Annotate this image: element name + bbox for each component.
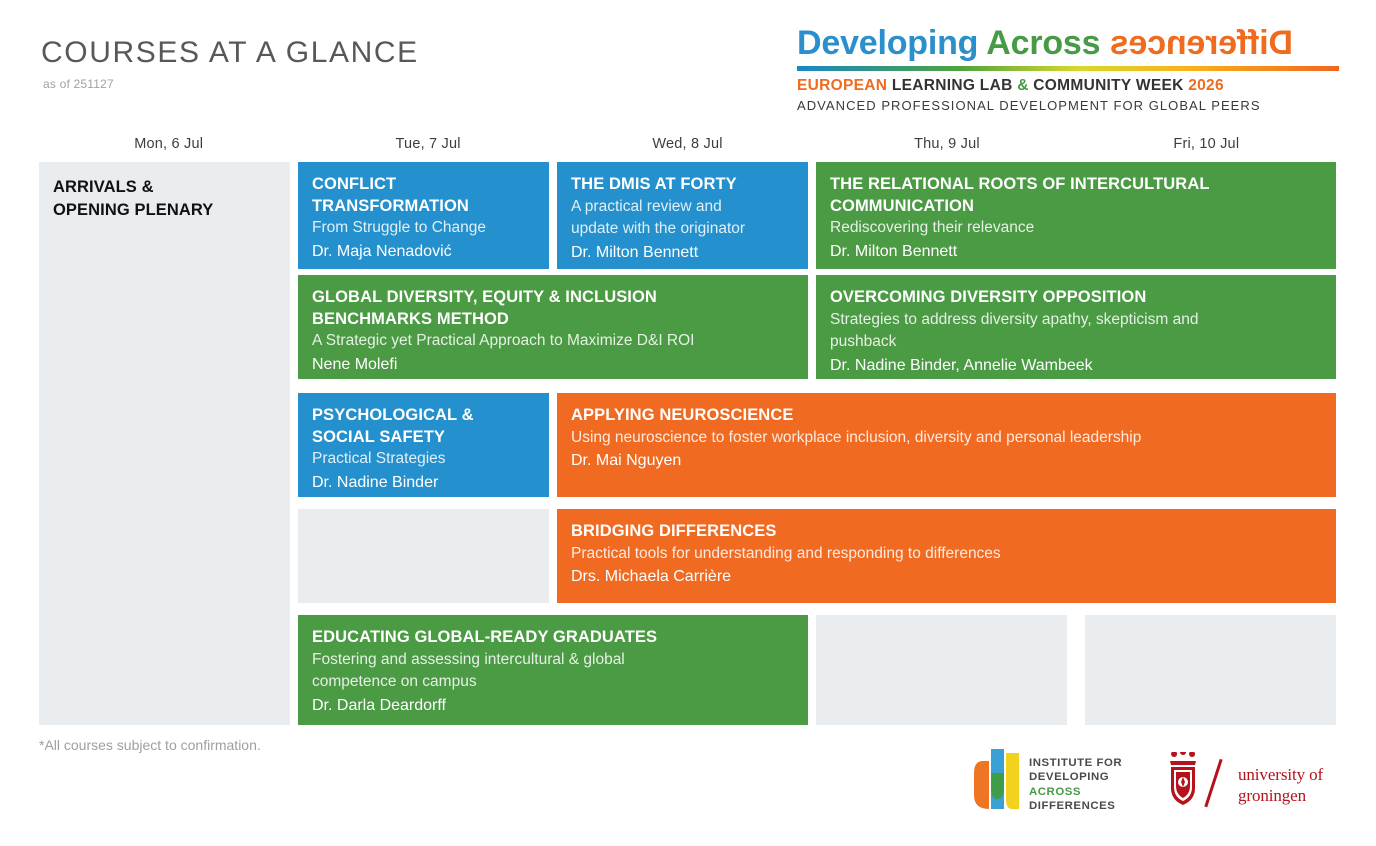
ida-logo-line3: ACROSS — [1029, 785, 1082, 798]
course-card-applying-neuroscience[interactable]: APPLYING NEUROSCIENCE Using neuroscience… — [557, 393, 1336, 497]
course-title: ARRIVALS &OPENING PLENARY — [53, 178, 214, 219]
course-presenter: Dr. Maja Nenadović — [312, 242, 452, 260]
day-header-mon: Mon, 6 Jul — [134, 136, 204, 152]
day-header-tue: Tue, 7 Jul — [395, 136, 461, 152]
day-header-wed: Wed, 8 Jul — [652, 136, 723, 152]
course-subtitle: From Struggle to Change — [312, 219, 487, 236]
grid-slot-empty — [816, 615, 1067, 725]
ida-logo-text: INSTITUTE FOR DEVELOPING ACROSS DIFFEREN… — [1029, 756, 1122, 813]
ida-logo-line1: INSTITUTE FOR — [1029, 757, 1123, 769]
grid-slot-empty — [298, 509, 549, 603]
course-subtitle: Practical Strategies — [312, 450, 446, 467]
course-title: EDUCATING GLOBAL-READY GRADUATES — [312, 628, 658, 646]
brand-word-developing: Developing — [797, 24, 979, 62]
university-of-groningen-logo: university of groningen — [1160, 749, 1340, 814]
course-presenter: Dr. Milton Bennett — [830, 242, 958, 260]
brand-wordmark: Developing Across Differences — [797, 22, 1339, 64]
course-title: BRIDGING DIFFERENCES — [571, 522, 777, 540]
course-presenter: Dr. Nadine Binder — [312, 473, 439, 491]
footer-disclaimer: *All courses subject to confirmation. — [39, 737, 261, 753]
course-presenter: Dr. Nadine Binder, Annelie Wambeek — [830, 356, 1093, 374]
rug-logo-line2: groningen — [1238, 786, 1307, 805]
day-header-thu: Thu, 9 Jul — [914, 136, 980, 152]
course-card-overcoming-diversity-opposition[interactable]: OVERCOMING DIVERSITY OPPOSITION Strategi… — [816, 275, 1336, 379]
course-subtitle: Practical tools for understanding and re… — [571, 544, 1001, 562]
day-header-row: Mon, 6 Jul Tue, 7 Jul Wed, 8 Jul Thu, 9 … — [39, 136, 1336, 158]
brand-tagline-year: 2026 — [1188, 77, 1224, 94]
brand-gradient-bar — [797, 66, 1339, 71]
day-header-fri: Fri, 10 Jul — [1173, 136, 1240, 152]
brand-word-across: Across — [986, 24, 1101, 62]
brand-tagline-learning-lab: LEARNING LAB — [891, 77, 1013, 94]
course-presenter: Drs. Michaela Carrière — [571, 568, 732, 585]
course-subtitle: Rediscovering their relevance — [830, 219, 1035, 236]
course-title: OVERCOMING DIVERSITY OPPOSITION — [830, 288, 1147, 306]
rug-logo-text: university of groningen — [1238, 764, 1323, 806]
course-card-arrivals[interactable]: ARRIVALS &OPENING PLENARY — [39, 162, 290, 725]
course-presenter: Dr. Milton Bennett — [571, 243, 699, 261]
course-card-psychological-social-safety[interactable]: PSYCHOLOGICAL &SOCIAL SAFETY Practical S… — [298, 393, 549, 497]
ida-mark-icon — [974, 749, 1019, 809]
ida-logo-line4: DIFFERENCES — [1029, 799, 1116, 812]
rug-logo-divider — [1204, 758, 1223, 808]
course-title: THE DMIS AT FORTY — [571, 175, 737, 193]
course-subtitle: A Strategic yet Practical Approach to Ma… — [312, 332, 695, 349]
course-card-bridging-differences[interactable]: BRIDGING DIFFERENCES Practical tools for… — [557, 509, 1336, 603]
course-presenter: Nene Molefi — [312, 355, 398, 373]
brand-tagline-amp: & — [1017, 77, 1029, 94]
brand-word-differences-mirrored: Differences — [1109, 24, 1293, 62]
grid-slot-empty — [1085, 615, 1336, 725]
ida-logo-line2: DEVELOPING — [1029, 771, 1110, 784]
course-subtitle: Fostering and assessing intercultural & … — [312, 650, 625, 691]
page-subtitle-asof: as of 251127 — [43, 77, 114, 91]
course-presenter: Dr. Mai Nguyen — [571, 452, 682, 469]
brand-tagline-community-week: COMMUNITY WEEK — [1033, 77, 1184, 94]
rug-logo-line1: university of — [1238, 765, 1324, 784]
course-card-educating-global-ready-graduates[interactable]: EDUCATING GLOBAL-READY GRADUATES Fosteri… — [298, 615, 808, 725]
institute-developing-across-differences-logo: INSTITUTE FOR DEVELOPING ACROSS DIFFEREN… — [972, 747, 1132, 819]
course-title: PSYCHOLOGICAL &SOCIAL SAFETY — [312, 406, 474, 446]
course-subtitle: Strategies to address diversity apathy, … — [830, 310, 1199, 351]
rug-crest-icon — [1170, 749, 1196, 805]
brand-logo: Developing Across Differences EUROPEAN L… — [797, 22, 1339, 113]
course-card-dmis-at-forty[interactable]: THE DMIS AT FORTY A practical review and… — [557, 162, 808, 269]
page-title: COURSES AT A GLANCE — [41, 36, 419, 69]
course-title: APPLYING NEUROSCIENCE — [571, 406, 794, 424]
brand-subtagline: ADVANCED PROFESSIONAL DEVELOPMENT FOR GL… — [797, 98, 1261, 113]
brand-tagline: EUROPEAN LEARNING LAB & COMMUNITY WEEK 2… — [797, 77, 1339, 95]
course-presenter: Dr. Darla Deardorff — [312, 696, 446, 714]
course-subtitle: Using neuroscience to foster workplace i… — [571, 428, 1142, 446]
brand-tagline-european: EUROPEAN — [797, 77, 888, 94]
